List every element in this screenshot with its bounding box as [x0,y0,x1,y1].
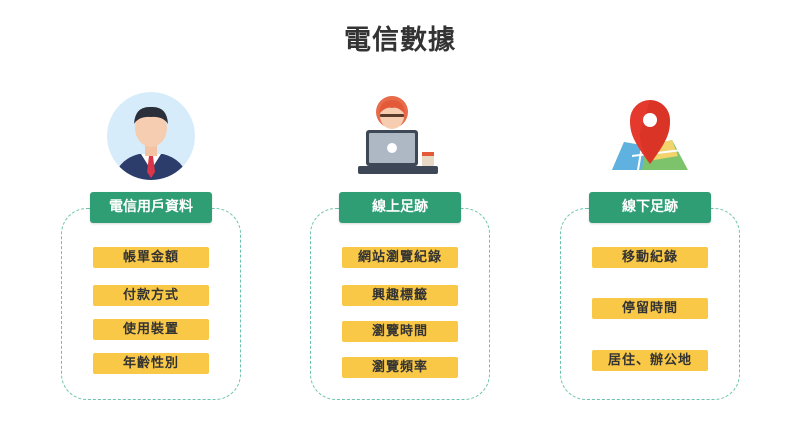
tag-item: 年齡性別 [93,353,209,374]
column-user-data: 電信用戶資料 帳單金額 付款方式 使用裝置 年齡性別 [56,90,246,410]
tag-item: 瀏覽頻率 [342,357,458,378]
tag-item: 付款方式 [93,285,209,306]
column-online-footprint: 線上足跡 網站瀏覽紀錄 興趣標籤 瀏覽時間 瀏覽頻率 [305,90,495,410]
map-pin-icon [555,90,745,186]
person-at-laptop-icon [305,90,495,186]
tag-item: 瀏覽時間 [342,321,458,342]
page-title: 電信數據 [344,25,456,56]
tag-item: 網站瀏覽紀錄 [342,247,458,268]
businessman-avatar-icon [56,90,246,186]
category-header: 電信用戶資料 [90,192,212,223]
category-header: 線下足跡 [589,192,711,223]
category-header: 線上足跡 [339,192,461,223]
tag-item: 停留時間 [592,298,708,319]
tag-item: 帳單金額 [93,247,209,268]
column-offline-footprint: 線下足跡 移動紀錄 停留時間 居住、辦公地 [555,90,745,410]
tag-item: 居住、辦公地 [592,350,708,371]
tag-item: 使用裝置 [93,319,209,340]
tag-item: 興趣標籤 [342,285,458,306]
tag-item: 移動紀錄 [592,247,708,268]
